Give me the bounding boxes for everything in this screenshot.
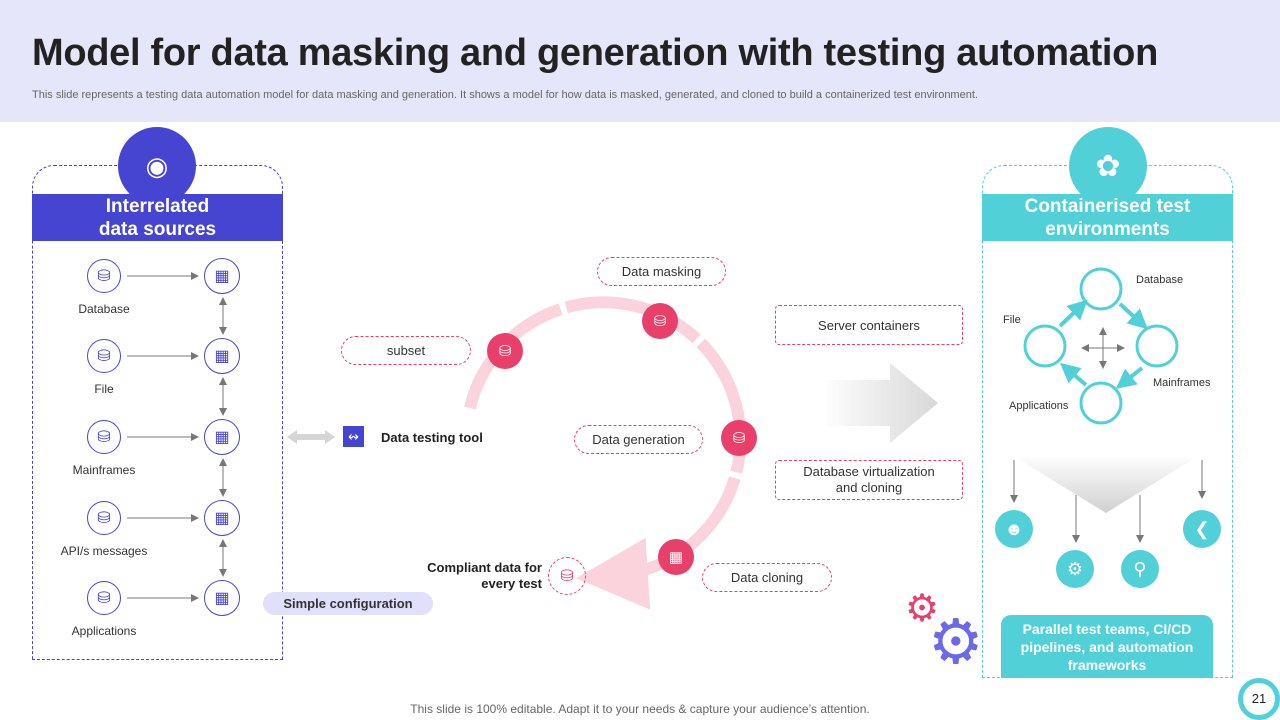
source-label-applications: Applications: [71, 624, 137, 638]
gear-icon: ⚙: [928, 608, 984, 677]
title-line: Interrelated: [105, 196, 210, 217]
grid-icon: ▦: [204, 338, 240, 374]
title-line: environments: [1045, 219, 1170, 240]
api-db-icon: ⛁: [87, 501, 121, 535]
database-virtualization-label: Database virtualization and cloning: [775, 460, 963, 500]
gears-icon: ⚙: [1056, 550, 1094, 588]
plant-leaf-icon: ✿: [1069, 127, 1147, 205]
grid-icon: ▦: [204, 580, 240, 616]
title-line: Containerised test: [1024, 196, 1191, 217]
grid-icon: ▦: [204, 258, 240, 294]
file-db-icon: ⛁: [87, 339, 121, 373]
header-band: [0, 0, 1280, 122]
source-label-api: API/s messages: [60, 544, 148, 558]
data-sources-icon: ◉: [118, 127, 196, 205]
data-testing-tool-icon: ↭: [343, 426, 364, 447]
data-cloning-label: Data cloning: [702, 563, 832, 592]
subset-label: subset: [341, 336, 471, 365]
applications-db-icon: ⛁: [87, 581, 121, 615]
title-line: data sources: [98, 219, 217, 240]
grid-icon: ▦: [204, 500, 240, 536]
footer-note: This slide is 100% editable. Adapt it to…: [410, 702, 870, 716]
data-cloning-icon: ▦: [658, 539, 694, 575]
mainframes-db-icon: ⛁: [87, 420, 121, 454]
test-environments-panel: [982, 165, 1233, 678]
node-label-database: Database: [1136, 274, 1184, 286]
parallel-teams-box: Parallel test teams, CI/CD pipelines, an…: [1001, 615, 1213, 678]
data-generation-label: Data generation: [574, 425, 703, 454]
node-label-applications: Applications: [1009, 400, 1069, 412]
data-masking-icon: ⛁: [642, 303, 678, 339]
gear-icon: ⚙: [905, 588, 940, 630]
compliant-data-label: Compliant data for every test: [427, 560, 542, 591]
page-number: 21: [1238, 678, 1280, 720]
page-subtitle: This slide represents a testing data aut…: [32, 89, 978, 101]
simple-configuration-label: Simple configuration: [263, 592, 433, 615]
data-masking-label: Data masking: [597, 257, 726, 286]
teams-icon: ☻: [995, 510, 1033, 548]
data-testing-tool-label: Data testing tool: [381, 430, 483, 445]
page-title: Model for data masking and generation wi…: [32, 32, 1159, 74]
server-containers-label: Server containers: [775, 305, 963, 345]
page-number-text: 21: [1251, 691, 1267, 706]
source-label-file: File: [94, 382, 114, 396]
grid-icon: ▦: [204, 419, 240, 455]
data-generation-icon: ⛁: [721, 420, 757, 456]
share-icon: ❮: [1183, 510, 1221, 548]
subset-icon: ⛁: [487, 333, 523, 369]
search-gear-icon: ⚲: [1121, 550, 1159, 588]
source-label-mainframes: Mainframes: [72, 463, 136, 477]
source-label-database: Database: [78, 302, 130, 316]
compliant-data-icon: ⛁: [548, 557, 586, 595]
database-icon: ⛁: [87, 259, 121, 293]
node-label-mainframes: Mainframes: [1153, 377, 1211, 389]
node-label-file: File: [1003, 314, 1021, 326]
